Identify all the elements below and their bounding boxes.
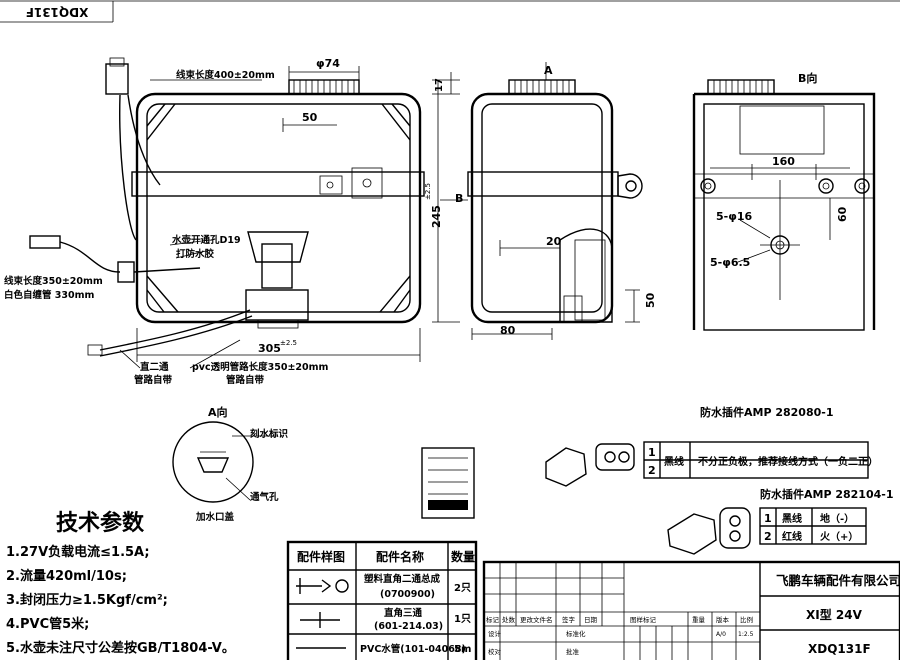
connector-2: 防水插件AMP 282104-1 1 2 黑线 红线 地（-） 火（+）: [667, 487, 894, 555]
tb-model: XI型 24V: [806, 607, 863, 622]
svg-text:■■■■■■■■■■■■■■■■■■■■: ■■■■■■■■■■■■■■■■■■■■: [744, 125, 782, 129]
part-1-code: (0700900): [380, 589, 435, 600]
label-sticker: [421, 447, 475, 519]
dim-height-tol: ±2.5: [424, 183, 432, 200]
tb-col-scale: 比例: [740, 615, 753, 624]
tech-item-4: 4.PVC管5米;: [6, 616, 89, 632]
a-view: A向 刻水标识 通气孔 加水口盖: [172, 405, 289, 523]
label-b-side: B: [455, 192, 463, 205]
dim-height: 245: [430, 205, 443, 228]
top-frame: XDQ131F: [0, 0, 900, 23]
tb-col-mark: 图样标记: [630, 615, 657, 624]
glue-label: 打防水胶: [176, 248, 215, 260]
pvc-label: pvc透明管路长度350±20mm: [192, 361, 329, 373]
mark-label: 刻水标识: [250, 428, 289, 440]
connector1-title: 防水插件AMP 282080-1: [700, 405, 834, 419]
dim-cap-h: 17: [434, 78, 445, 92]
svg-text:■■■■■■■■■■■■■■■■■■■■: ■■■■■■■■■■■■■■■■■■■■: [744, 118, 782, 122]
conn1-row2-n: 2: [648, 464, 656, 477]
drawing-code-flipped: XDQ131F: [26, 5, 89, 19]
part-2-code: (601-214.03): [374, 621, 443, 632]
side-view: A B 20 50 80: [440, 62, 657, 340]
dim-60: 60: [836, 206, 849, 222]
b-view: ■■■■■■■■■■■■■■■■■■■■ ■■■■■■■■■■■■■■■■■■■…: [692, 71, 876, 331]
parts-table: 配件样图 配件名称 数量 塑料直角二通总成 (0700900) 2只 直角三通 …: [286, 540, 478, 660]
tb-label-mark: 标记: [486, 615, 500, 624]
svg-text:■■■■■■■■■■■■■■■■■■■■: ■■■■■■■■■■■■■■■■■■■■: [744, 146, 782, 150]
svg-text:■■■■■■■■■■■■■■■■■■■■: ■■■■■■■■■■■■■■■■■■■■: [744, 111, 782, 115]
conn1-row1-desc: 不分正负极，推荐接线方式（一负二正）: [698, 455, 878, 468]
label-a-side: A: [544, 64, 553, 77]
white-tube-label: 白色自缠管 330mm: [4, 289, 95, 301]
conn2-row1-n: 1: [764, 512, 772, 525]
tech-item-5: 5.水壶未注尺寸公差按GB/T1804-V。: [6, 640, 235, 656]
tb-design: 设计: [488, 629, 502, 638]
conn1-row1-color: 黑线: [664, 455, 684, 468]
connector2-title: 防水插件AMP 282104-1: [760, 487, 894, 501]
parts-head-1: 配件样图: [297, 549, 345, 564]
harness-len-top: 线束长度400±20mm: [176, 69, 275, 81]
parts-head-2: 配件名称: [376, 549, 424, 564]
part-1-qty: 2只: [454, 582, 471, 594]
hole-label: 水壶开通孔D19: [172, 234, 241, 246]
dim-width-tol: ±2.5: [280, 339, 297, 347]
tb-approve: 批准: [566, 647, 580, 656]
tech-item-1: 1.27V负载电流≤1.5A;: [6, 544, 150, 560]
tech-title: 技术参数: [56, 510, 145, 536]
svg-text:■■■■■■■■■■■■■■■■■■■■: ■■■■■■■■■■■■■■■■■■■■: [744, 139, 782, 143]
tb-scale: 1:2.5: [738, 631, 754, 638]
tb-label-sign: 签字: [562, 615, 576, 624]
part-2-qty: 1只: [454, 613, 471, 625]
dim-cap-dia: φ74: [316, 57, 340, 70]
dim-50-front: 50: [302, 111, 318, 124]
tb-company: 飞鹏车辆配件有限公司: [776, 573, 900, 588]
dim-160: 160: [772, 155, 795, 168]
tech-item-2: 2.流量420ml/10s;: [6, 568, 127, 584]
tb-check: 校对: [488, 647, 502, 656]
tech-params: 技术参数 1.27V负载电流≤1.5A; 2.流量420ml/10s; 3.封闭…: [6, 510, 235, 656]
tb-std: 标准化: [566, 629, 586, 638]
tb-col-ver: 版本: [716, 615, 730, 624]
tb-code: XDQ131F: [808, 642, 871, 656]
dim-80: 80: [500, 324, 516, 337]
connector-1: 防水插件AMP 282080-1 1 2 黑线 不分正负极，推荐接线方式（一负二…: [545, 405, 878, 487]
part-1-name: 塑料直角二通总成: [364, 573, 441, 585]
part-2-name: 直角三通: [384, 607, 423, 619]
dim-20: 20: [546, 235, 562, 248]
a-view-title: A向: [208, 405, 228, 419]
conn2-row2-desc: 火（+）: [820, 530, 858, 543]
tb-label-file: 更改文件名: [520, 615, 553, 624]
cap-label: 加水口盖: [195, 511, 235, 523]
tb-label-count: 处数: [502, 615, 516, 624]
tb-col-weight: 重量: [692, 616, 706, 624]
b-view-title: B向: [798, 71, 817, 85]
conn1-row1-n: 1: [648, 446, 656, 459]
harness-len-left: 线束长度350±20mm: [4, 275, 103, 287]
tech-item-3: 3.封闭压力≥1.5Kgf/cm²;: [6, 592, 168, 608]
conn2-row2-color: 红线: [782, 530, 802, 543]
conn2-row2-n: 2: [764, 530, 772, 543]
holes-16: 5-φ16: [716, 210, 752, 223]
tb-ver: A/0: [716, 631, 726, 638]
pvc-wrap-label: 管路自带: [226, 374, 265, 386]
dim-50-side: 50: [644, 292, 657, 308]
conn2-row1-desc: 地（-）: [820, 512, 854, 525]
tee-wrap-label: 管路自带: [134, 374, 173, 386]
dim-width: 305: [258, 342, 281, 355]
svg-text:■■■■■■■■■■■■■■■■■■■■: ■■■■■■■■■■■■■■■■■■■■: [744, 132, 782, 136]
conn2-row1-color: 黑线: [782, 512, 802, 525]
tb-label-date: 日期: [584, 616, 598, 624]
front-view: φ74 50 17 305 ±2.5 245 ±2.5 线束长度400±20mm…: [4, 57, 460, 386]
title-block: 标记 处数 更改文件名 签字 日期 设计 标准化 校对 批准 图样标记 重量 版…: [482, 560, 900, 660]
part-3-name: PVC水管(101-04068): [360, 643, 466, 655]
tee-label: 直二通: [140, 361, 169, 373]
part-3-qty: 5m: [454, 644, 471, 655]
holes-65: 5-φ6.5: [710, 256, 750, 269]
parts-head-3: 数量: [451, 549, 475, 564]
vent-label: 通气孔: [250, 491, 279, 503]
